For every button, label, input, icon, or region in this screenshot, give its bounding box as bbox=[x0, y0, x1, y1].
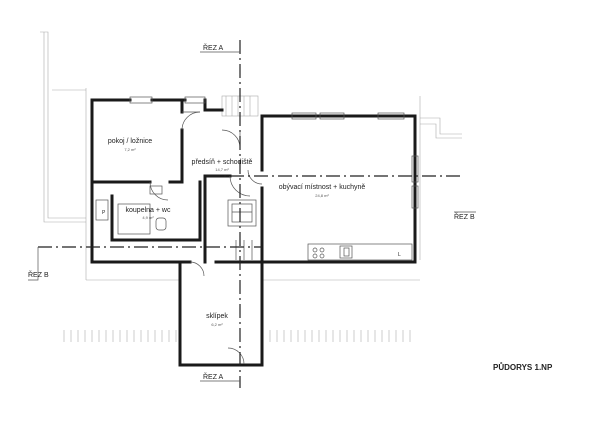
section-a-bottom-label: ŘEZ A bbox=[203, 372, 224, 381]
windows bbox=[129, 96, 419, 209]
section-b-right-label: ŘEZ B bbox=[454, 212, 475, 221]
living-area: 24,8 m² bbox=[315, 193, 329, 198]
living-name: obývací místnost + kuchyně bbox=[279, 184, 366, 191]
section-a-top-label: ŘEZ A bbox=[203, 43, 224, 52]
bathroom-name: koupelna + wc bbox=[126, 207, 171, 214]
fixture-p-mark: P bbox=[102, 210, 106, 216]
hall-area: 14,7 m² bbox=[215, 167, 229, 172]
section-b-left-label: ŘEZ B bbox=[28, 270, 49, 279]
cellar-area: 6,2 m² bbox=[211, 322, 223, 327]
bathroom-area: 4,9 m² bbox=[142, 215, 154, 220]
fixtures bbox=[95, 185, 413, 261]
fixture-l-mark: L bbox=[398, 252, 401, 258]
plan-title: PŮDORYS 1.NP bbox=[493, 362, 553, 372]
bedroom-area: 7,2 m² bbox=[124, 147, 136, 152]
site-context bbox=[40, 31, 462, 342]
cellar-name: sklípek bbox=[206, 313, 228, 320]
hall-name: předsíň + schodiště bbox=[192, 159, 253, 166]
section-lines bbox=[28, 40, 476, 388]
terrain-hatch bbox=[63, 330, 411, 342]
bedroom-name: pokoj / ložnice bbox=[108, 138, 152, 145]
